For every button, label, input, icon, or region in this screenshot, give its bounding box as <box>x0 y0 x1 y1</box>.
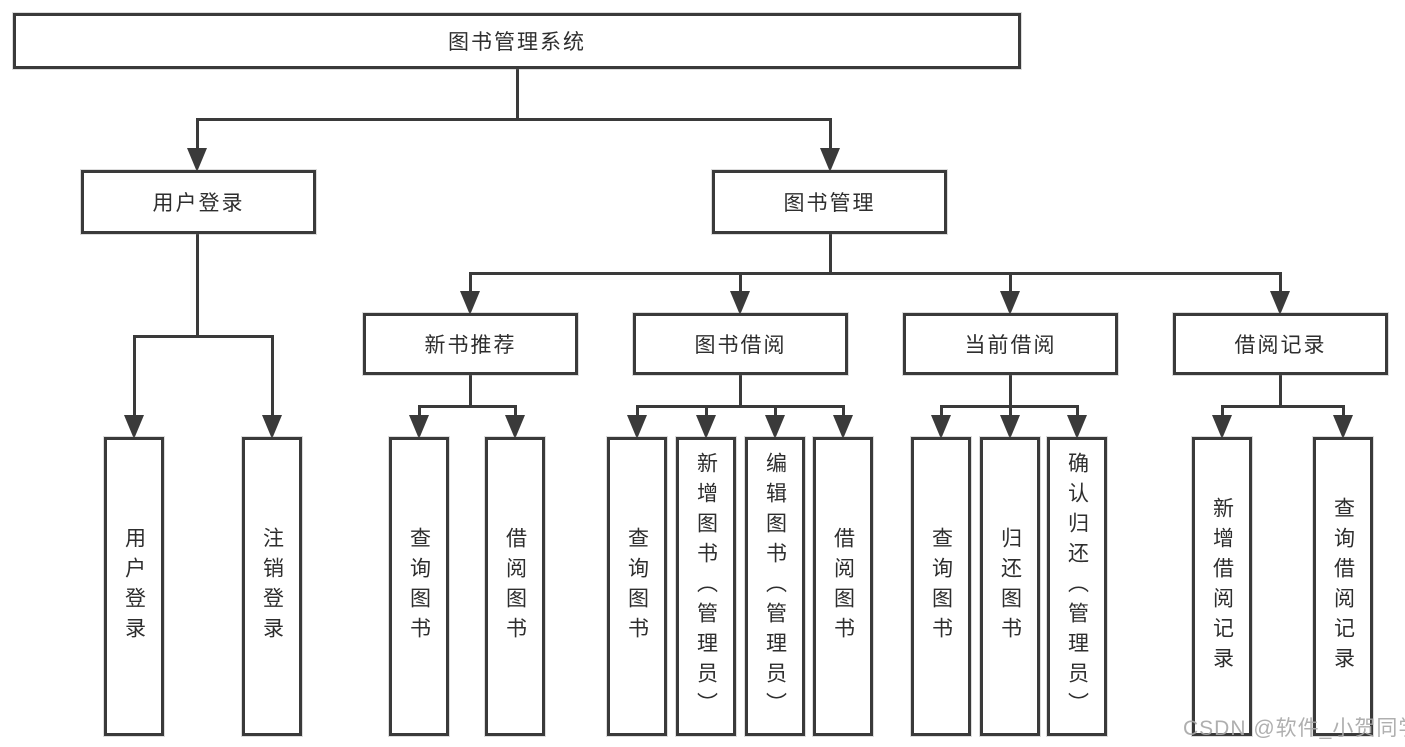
node-leaf-query-books-2: 查询图书 <box>607 437 667 736</box>
node-root: 图书管理系统 <box>13 13 1021 69</box>
node-label-book-management-branch: 图书管理 <box>783 192 876 215</box>
connector-vertical-line <box>738 273 742 293</box>
connector-horizontal-line <box>417 404 517 408</box>
connector-horizontal-line <box>195 117 832 121</box>
node-leaf-add-books-admin: 新增图书（管理员） <box>676 437 736 736</box>
arrow-down-icon <box>820 148 840 172</box>
connector-vertical-line <box>515 69 519 119</box>
node-label-leaf-add-books-admin: 新增图书（管理员） <box>694 451 718 722</box>
node-label-leaf-user-login: 用户登录 <box>122 526 146 647</box>
connector-vertical-line <box>1341 406 1345 417</box>
node-leaf-borrow-books-2: 借阅图书 <box>813 437 873 736</box>
connector-vertical-line <box>417 406 421 417</box>
node-label-leaf-query-books-1: 查询图书 <box>407 526 431 647</box>
node-label-user-login-branch: 用户登录 <box>152 192 245 215</box>
node-borrow-records: 借阅记录 <box>1173 313 1388 375</box>
arrow-down-icon <box>1333 415 1353 439</box>
connector-vertical-line <box>468 375 472 406</box>
connector-vertical-line <box>704 406 708 417</box>
node-label-leaf-borrow-books-2: 借阅图书 <box>831 526 855 647</box>
node-current-borrow: 当前借阅 <box>903 313 1118 375</box>
connector-horizontal-line <box>468 271 1282 275</box>
connector-horizontal-line <box>132 334 274 338</box>
arrow-down-icon <box>730 291 750 315</box>
arrow-down-icon <box>262 415 282 439</box>
arrow-down-icon <box>1212 415 1232 439</box>
watermark: CSDN @软件_小贺同学 <box>1183 717 1405 740</box>
arrow-down-icon <box>627 415 647 439</box>
node-label-leaf-query-borrow-record: 查询借阅记录 <box>1331 496 1355 677</box>
connector-vertical-line <box>468 273 472 293</box>
connector-vertical-line <box>828 119 832 150</box>
connector-vertical-line <box>1220 406 1224 417</box>
arrow-down-icon <box>460 291 480 315</box>
node-label-leaf-query-books-3: 查询图书 <box>929 526 953 647</box>
connector-horizontal-line <box>635 404 845 408</box>
node-leaf-add-borrow-record: 新增借阅记录 <box>1192 437 1252 736</box>
node-leaf-confirm-return-admin: 确认归还（管理员） <box>1047 437 1107 736</box>
arrow-down-icon <box>124 415 144 439</box>
connector-vertical-line <box>1075 406 1079 417</box>
arrow-down-icon <box>1270 291 1290 315</box>
node-new-book-recommend: 新书推荐 <box>363 313 578 375</box>
arrow-down-icon <box>1000 415 1020 439</box>
arrow-down-icon <box>505 415 525 439</box>
arrow-down-icon <box>1000 291 1020 315</box>
node-label-leaf-return-books: 归还图书 <box>998 526 1022 647</box>
connector-vertical-line <box>939 406 943 417</box>
node-label-leaf-borrow-books-1: 借阅图书 <box>503 526 527 647</box>
node-leaf-query-books-1: 查询图书 <box>389 437 449 736</box>
node-leaf-user-login: 用户登录 <box>104 437 164 736</box>
connector-vertical-line <box>1278 375 1282 406</box>
connector-vertical-line <box>1008 273 1012 293</box>
node-label-leaf-confirm-return-admin: 确认归还（管理员） <box>1065 451 1089 722</box>
node-book-borrow: 图书借阅 <box>633 313 848 375</box>
node-leaf-query-borrow-record: 查询借阅记录 <box>1313 437 1373 736</box>
connector-vertical-line <box>635 406 639 417</box>
arrow-down-icon <box>765 415 785 439</box>
arrow-down-icon <box>409 415 429 439</box>
connector-vertical-line <box>270 336 274 417</box>
connector-vertical-line <box>1008 406 1012 417</box>
node-leaf-query-books-3: 查询图书 <box>911 437 971 736</box>
node-leaf-return-books: 归还图书 <box>980 437 1040 736</box>
connector-vertical-line <box>195 234 199 336</box>
arrow-down-icon <box>187 148 207 172</box>
connector-vertical-line <box>513 406 517 417</box>
node-label-new-book-recommend: 新书推荐 <box>424 334 517 357</box>
connector-vertical-line <box>195 119 199 150</box>
arrow-down-icon <box>931 415 951 439</box>
node-label-root: 图书管理系统 <box>448 31 586 54</box>
node-leaf-edit-books-admin: 编辑图书（管理员） <box>745 437 805 736</box>
node-label-current-borrow: 当前借阅 <box>964 334 1057 357</box>
node-label-leaf-edit-books-admin: 编辑图书（管理员） <box>763 451 787 722</box>
node-user-login-branch: 用户登录 <box>81 170 316 234</box>
connector-vertical-line <box>841 406 845 417</box>
arrow-down-icon <box>1067 415 1087 439</box>
connector-vertical-line <box>773 406 777 417</box>
node-book-management-branch: 图书管理 <box>712 170 947 234</box>
connector-vertical-line <box>1278 273 1282 293</box>
node-label-leaf-add-borrow-record: 新增借阅记录 <box>1210 496 1234 677</box>
node-leaf-borrow-books-1: 借阅图书 <box>485 437 545 736</box>
node-label-leaf-logout: 注销登录 <box>260 526 284 647</box>
node-label-book-borrow: 图书借阅 <box>694 334 787 357</box>
node-label-leaf-query-books-2: 查询图书 <box>625 526 649 647</box>
connector-vertical-line <box>132 336 136 417</box>
connector-vertical-line <box>738 375 742 406</box>
node-leaf-logout: 注销登录 <box>242 437 302 736</box>
arrow-down-icon <box>833 415 853 439</box>
connector-vertical-line <box>828 234 832 273</box>
connector-horizontal-line <box>1220 404 1345 408</box>
node-label-borrow-records: 借阅记录 <box>1234 334 1327 357</box>
connector-vertical-line <box>1008 375 1012 406</box>
arrow-down-icon <box>696 415 716 439</box>
